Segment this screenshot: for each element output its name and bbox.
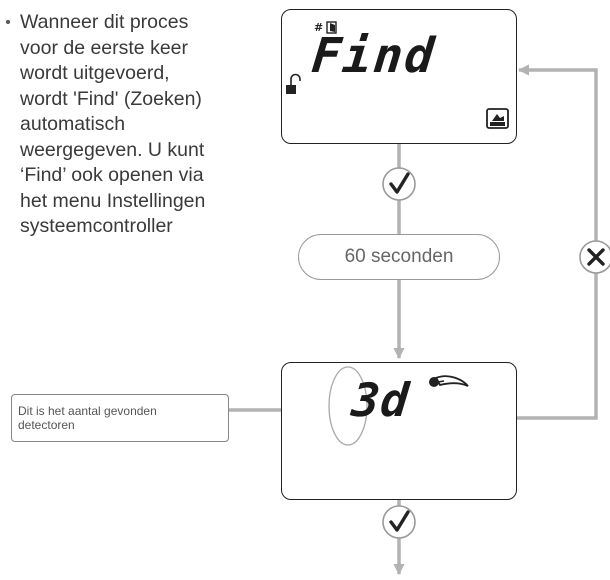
description-line: wordt 'Find' (Zoeken) [20, 87, 202, 110]
check-icon [382, 167, 416, 201]
callout-line: Dit is het aantal gevonden [18, 404, 157, 418]
count-highlight-ellipse [328, 366, 368, 446]
description-line: wordt uitgevoerd, [20, 62, 170, 84]
connector-loop-back [515, 64, 598, 420]
timer-label: 60 seconden [298, 234, 500, 280]
bottom-display: 3d [281, 362, 517, 500]
description-line: het menu Instellingen [20, 189, 206, 212]
callout-line: detectoren [18, 418, 75, 432]
description-text: Wanneer dit proces voor de eerste keer w… [6, 10, 266, 240]
description-line: automatisch [20, 113, 126, 135]
detector-count-text: 3d [349, 373, 413, 427]
description-line: systeemcontroller [20, 215, 173, 237]
description-line: voor de eerste keer [20, 36, 189, 59]
display-hash-label: # [314, 21, 324, 34]
menu-return-icon [486, 108, 509, 129]
top-display: # Find [281, 9, 517, 144]
bullet-dot [6, 20, 10, 24]
check-icon [382, 505, 416, 539]
door-sensor-icon [326, 21, 337, 34]
description-line: weergegeven. U kunt [20, 138, 205, 161]
description-line: ‘Find’ ook openen via [20, 164, 204, 186]
unlocked-padlock-icon [286, 73, 301, 94]
callout-box: Dit is het aantal gevonden detectoren [11, 394, 229, 442]
display-main-text: Find [309, 28, 439, 84]
detector-sensor-icon [429, 375, 469, 387]
cross-icon [579, 240, 610, 274]
description-line: Wanneer dit proces [20, 11, 189, 33]
